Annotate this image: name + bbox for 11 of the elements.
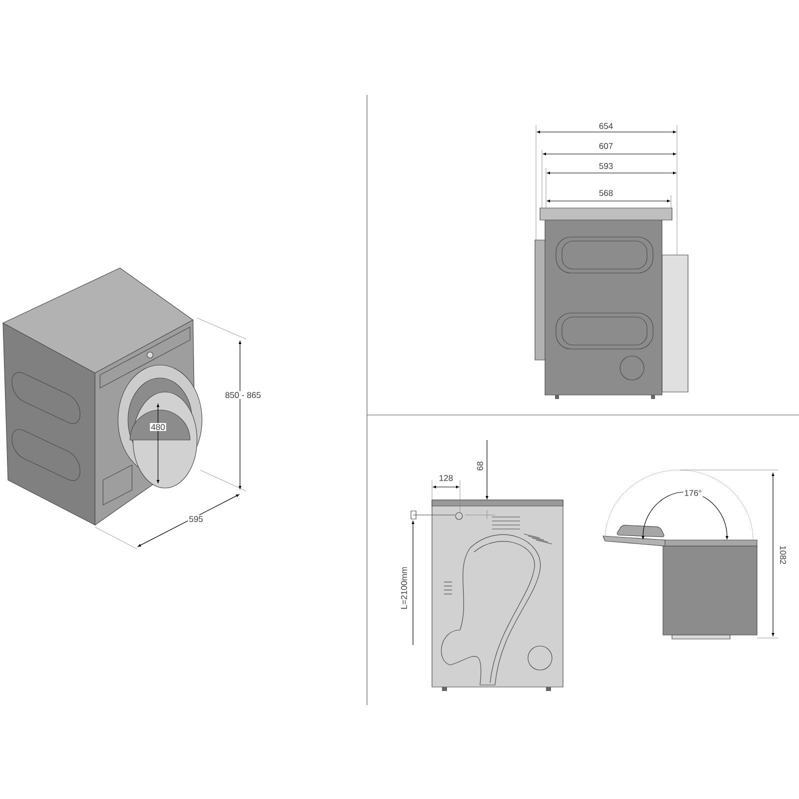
- dimension-label: 595: [188, 515, 204, 524]
- dimension-label: 176°: [683, 489, 703, 497]
- dimension-label: 593: [598, 162, 614, 170]
- dimension-label: 654: [598, 122, 614, 130]
- dimension-label: 607: [598, 142, 614, 150]
- dimension-label: 568: [598, 189, 614, 197]
- dimension-label: 1082: [779, 544, 788, 566]
- dimension-label: L=2100mm: [400, 566, 408, 610]
- dimension-label: 128: [438, 474, 454, 482]
- dimension-label: 68: [476, 460, 484, 472]
- dimension-label: 850 - 865: [224, 391, 262, 400]
